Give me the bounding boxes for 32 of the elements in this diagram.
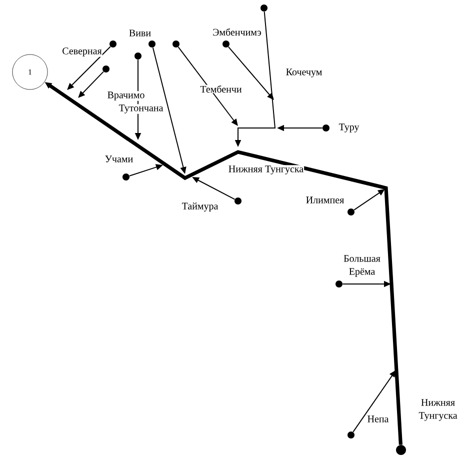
river-name: Тутончана bbox=[118, 104, 164, 114]
source-dot bbox=[110, 40, 116, 48]
source-dot bbox=[348, 208, 354, 216]
source-dot bbox=[336, 280, 342, 288]
source-dot bbox=[148, 40, 156, 48]
river-name: Илимпея bbox=[305, 196, 345, 204]
source-dot bbox=[322, 124, 330, 132]
source-dot bbox=[222, 40, 230, 48]
source-dot bbox=[348, 432, 354, 438]
river-name: Тембенчи bbox=[200, 84, 242, 94]
river-arrow bbox=[78, 71, 104, 98]
river-name: Учами bbox=[104, 155, 134, 163]
river-name: Туру bbox=[338, 123, 360, 133]
source-dot bbox=[102, 66, 110, 72]
source-dot bbox=[172, 40, 180, 48]
source-dot bbox=[234, 198, 242, 204]
source-dot bbox=[122, 174, 130, 180]
river-name: Эмбенчимэ bbox=[212, 28, 262, 36]
source-dot bbox=[396, 445, 406, 455]
river-arrow bbox=[67, 46, 111, 90]
river-name: Большая Ерёма bbox=[344, 255, 380, 277]
river-name: Нижняя Тунгуска bbox=[228, 165, 304, 175]
river-name: Северная bbox=[62, 47, 102, 57]
river-arrow bbox=[228, 46, 274, 100]
source-dot bbox=[260, 4, 268, 12]
river-name: Виви bbox=[128, 29, 152, 37]
river-name: Непа bbox=[366, 415, 390, 423]
river-name: Врачимо bbox=[106, 91, 146, 101]
river-name: Кочечум bbox=[285, 68, 323, 78]
river-name: Таймура bbox=[181, 202, 219, 212]
source-dot bbox=[134, 52, 142, 60]
river-name: Нижняя Тунгуска bbox=[418, 399, 458, 421]
